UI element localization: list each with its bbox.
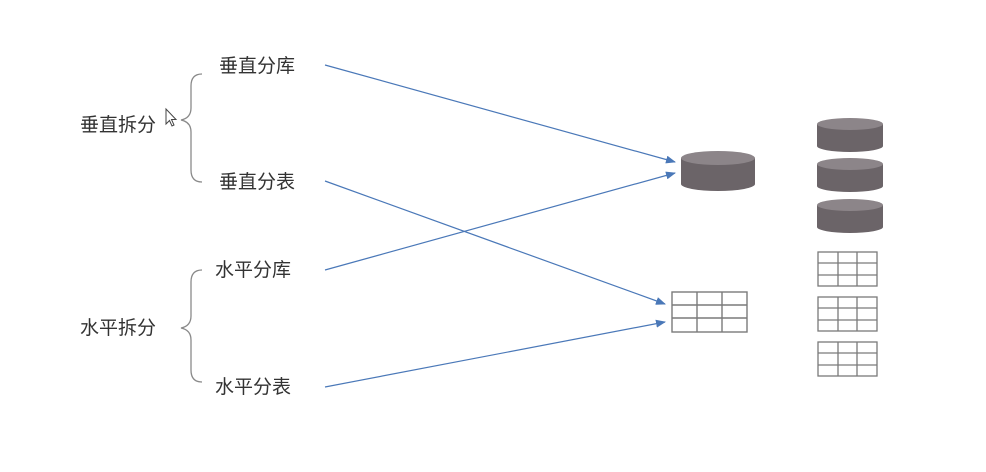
database-icon [817,199,883,233]
horizontal-table-split-label: 水平分表 [215,376,292,398]
table-icon [671,291,748,333]
arrow-vertical-db-to-db [324,64,676,164]
vertical-table-split-label: 垂直分表 [219,171,296,193]
vertical-db-split-label: 垂直分库 [219,55,296,77]
database-icon [817,118,883,152]
arrow-vertical-table-to-table [324,180,666,305]
table-icon [817,296,878,332]
horizontal-split-label: 水平拆分 [80,317,157,339]
table-icon [817,251,878,287]
arrow-horizontal-table-to-table [324,319,666,388]
horizontal-db-split-label: 水平分库 [215,259,292,281]
database-icon [681,151,755,191]
vertical-split-label: 垂直拆分 [80,114,157,136]
vertical-group-bracket [180,73,203,183]
mouse-cursor-icon [165,107,178,127]
table-icon [817,341,878,377]
database-icon [817,158,883,192]
horizontal-group-bracket [180,269,203,383]
arrow-horizontal-db-to-db [324,171,676,271]
